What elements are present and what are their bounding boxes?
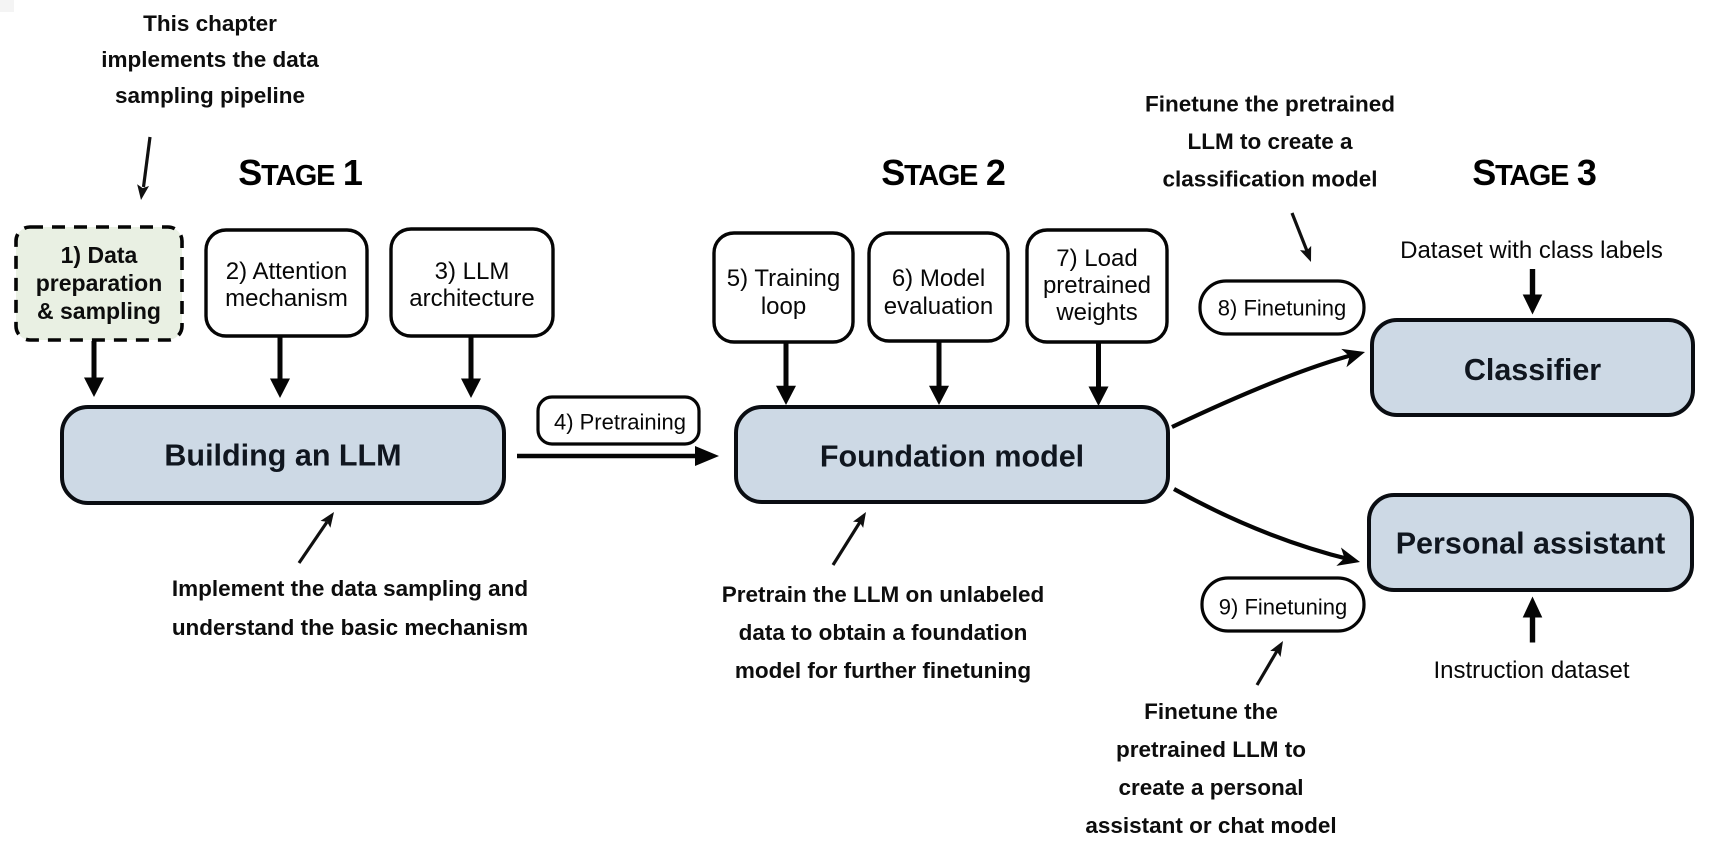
svg-text:create a personal: create a personal (1118, 775, 1303, 800)
svg-text:STAGE 3: STAGE 3 (1472, 152, 1596, 193)
svg-text:Finetune the pretrained: Finetune the pretrained (1145, 92, 1395, 117)
svg-text:mechanism: mechanism (225, 285, 348, 312)
svg-text:Foundation model: Foundation model (820, 440, 1084, 474)
svg-text:1) Data: 1) Data (61, 242, 138, 268)
svg-text:implements the data: implements the data (101, 47, 319, 72)
svg-text:8) Finetuning: 8) Finetuning (1218, 296, 1346, 321)
svg-text:6) Model: 6) Model (892, 265, 985, 292)
svg-text:Building an LLM: Building an LLM (164, 439, 401, 473)
svg-text:5) Training: 5) Training (727, 265, 840, 292)
svg-text:Personal assistant: Personal assistant (1396, 527, 1666, 561)
svg-text:loop: loop (761, 293, 806, 320)
svg-text:Instruction dataset: Instruction dataset (1433, 657, 1629, 684)
svg-text:classification model: classification model (1162, 167, 1377, 192)
svg-text:STAGE 2: STAGE 2 (881, 152, 1005, 193)
svg-text:understand the basic mechanism: understand the basic mechanism (172, 615, 528, 640)
svg-text:Pretrain the LLM on unlabeled: Pretrain the LLM on unlabeled (722, 582, 1045, 607)
svg-text:pretrained LLM to: pretrained LLM to (1116, 737, 1306, 762)
svg-text:Implement the data sampling an: Implement the data sampling and (172, 576, 528, 601)
svg-text:9) Finetuning: 9) Finetuning (1219, 595, 1347, 620)
svg-text:assistant or chat model: assistant or chat model (1085, 813, 1336, 838)
svg-text:2) Attention: 2) Attention (226, 258, 347, 285)
svg-text:4) Pretraining: 4) Pretraining (554, 410, 686, 435)
svg-text:preparation: preparation (36, 270, 163, 296)
svg-text:Finetune the: Finetune the (1144, 699, 1278, 724)
svg-text:pretrained: pretrained (1043, 272, 1151, 299)
svg-text:STAGE 1: STAGE 1 (238, 152, 363, 193)
svg-text:architecture: architecture (409, 285, 534, 312)
svg-text:& sampling: & sampling (37, 298, 161, 324)
svg-text:data to obtain a foundation: data to obtain a foundation (739, 620, 1028, 645)
svg-text:weights: weights (1055, 299, 1137, 326)
svg-text:Dataset with class labels: Dataset with class labels (1400, 237, 1663, 264)
svg-text:sampling pipeline: sampling pipeline (115, 83, 305, 108)
svg-text:Classifier: Classifier (1464, 353, 1601, 387)
svg-text:7) Load: 7) Load (1056, 245, 1137, 272)
svg-text:This chapter: This chapter (143, 11, 277, 36)
svg-text:3) LLM: 3) LLM (435, 258, 510, 285)
svg-text:evaluation: evaluation (884, 293, 993, 320)
svg-text:LLM to create a: LLM to create a (1187, 129, 1353, 154)
svg-text:model for further finetuning: model for further finetuning (735, 658, 1031, 683)
